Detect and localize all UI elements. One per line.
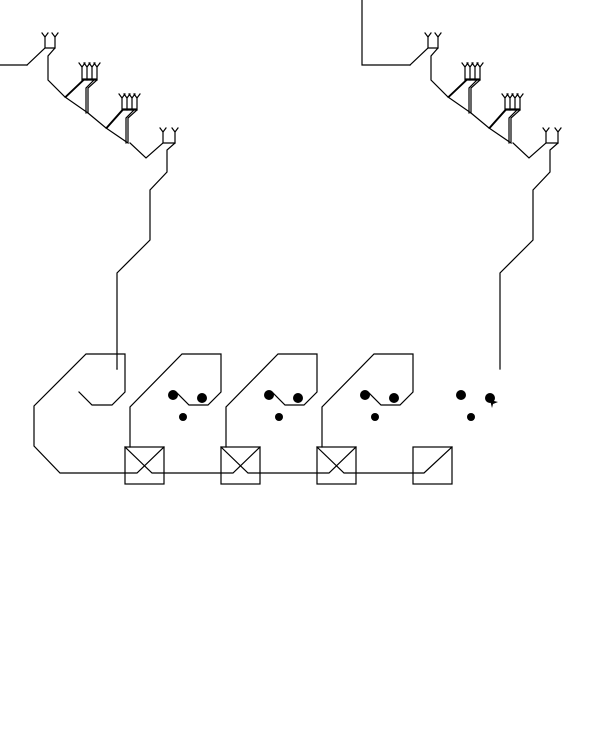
half-crossed-box-4 [412,446,453,485]
right-tree [361,0,562,370]
crossed-box-2 [220,446,261,485]
dot-group-4 [456,390,498,421]
hook-unit-3 [321,353,414,448]
feed-loop [33,353,453,474]
crossed-box-3 [316,446,357,485]
left-tree [0,32,179,370]
hook-unit-2 [225,353,318,448]
hook-unit-1 [129,353,222,448]
crossed-box-1 [124,446,165,485]
